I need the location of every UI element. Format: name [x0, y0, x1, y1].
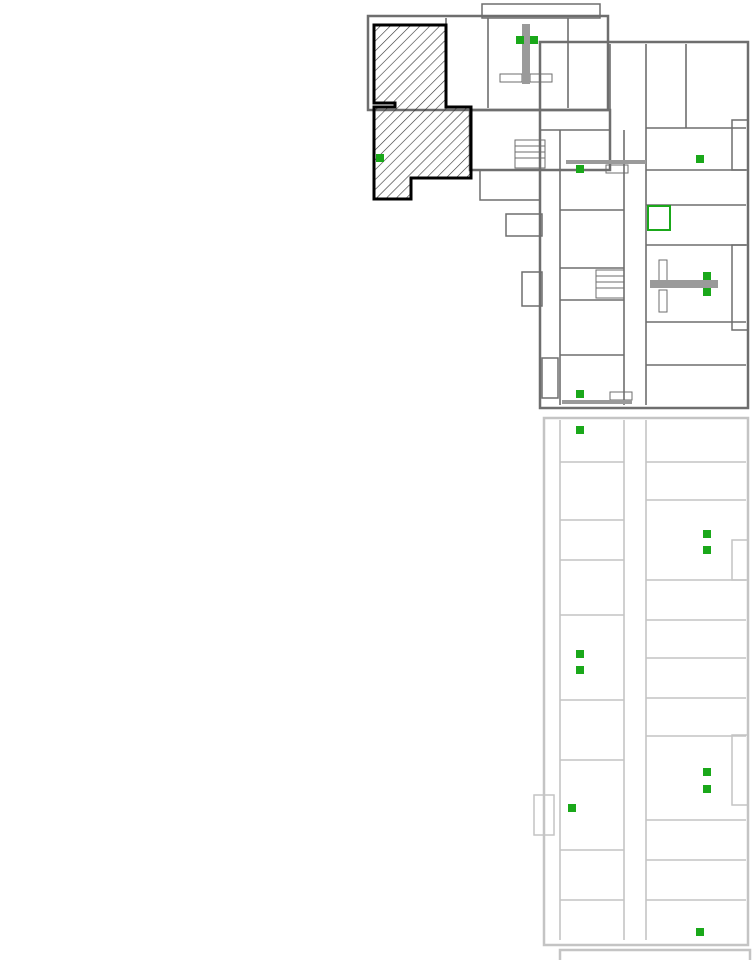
entrance [479, 169, 541, 201]
ventilation-icon [703, 546, 711, 554]
ventilation-icon [576, 390, 584, 398]
staircase [514, 139, 625, 299]
ventilation-icon [576, 666, 584, 674]
porch-2 [521, 271, 543, 307]
ventilation-icon [576, 165, 584, 173]
ventilation-icon [703, 530, 711, 538]
ventilation-markers [376, 36, 711, 936]
ventilation-icon [376, 154, 384, 162]
ventilation-icon [703, 768, 711, 776]
top-balcony [481, 3, 601, 19]
balcony [541, 357, 559, 399]
inactive-section [533, 416, 752, 960]
ventilation-icon [576, 650, 584, 658]
ventilation-icon [703, 785, 711, 793]
ventilation-icon [530, 36, 538, 44]
ventilation-icon [696, 928, 704, 936]
ventilation-icon [703, 272, 711, 280]
ventilation-icon [568, 804, 576, 812]
ventilation-icon [576, 426, 584, 434]
ventilation-icon [516, 36, 524, 44]
ventilation-icon [696, 155, 704, 163]
elevator-outline [647, 205, 671, 231]
porch [505, 213, 543, 237]
selected-apartment[interactable] [372, 23, 473, 201]
balcony [731, 244, 749, 331]
tile-strips [522, 24, 718, 404]
right-wing-wall [538, 40, 750, 410]
ventilation-icon [703, 288, 711, 296]
